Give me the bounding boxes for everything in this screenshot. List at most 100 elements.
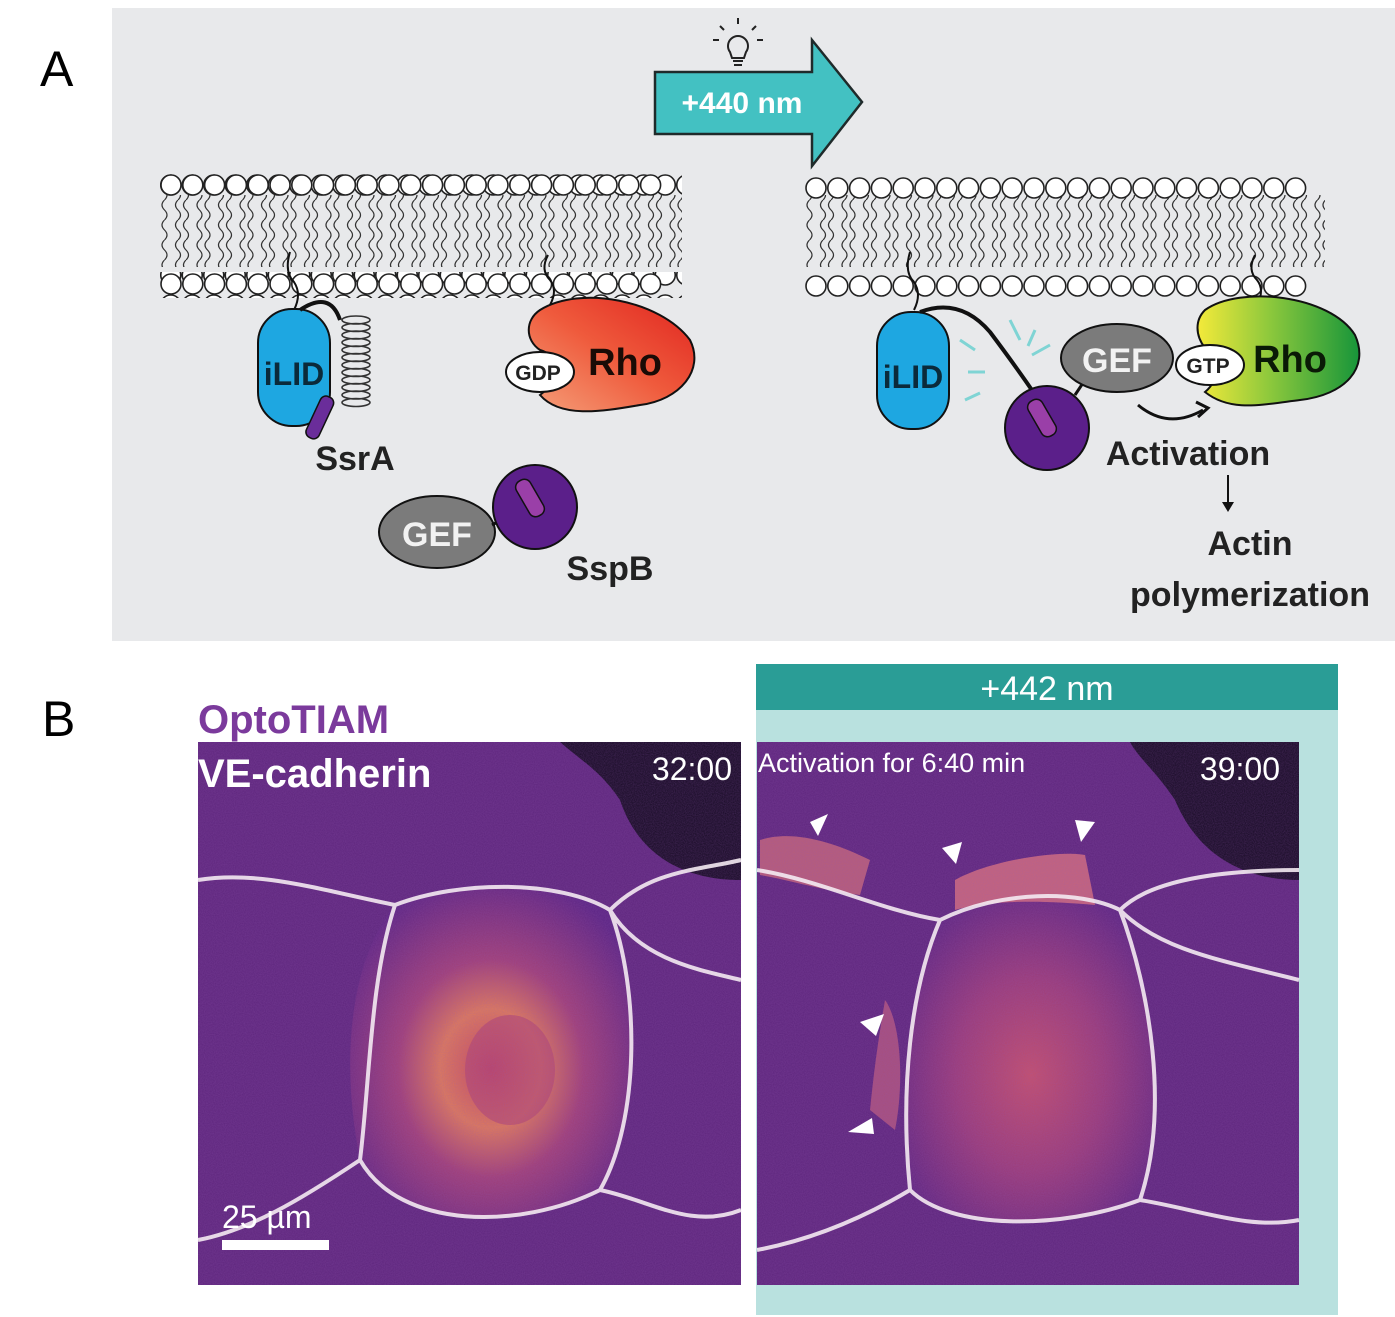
lipid-head: [247, 273, 270, 295]
lipid-head: [1132, 177, 1154, 199]
lipid-head: [378, 273, 400, 295]
micrograph-right: [756, 742, 1300, 1285]
sspb-pocket: [514, 478, 546, 518]
lipid-head: [465, 273, 488, 295]
jalpha-linker-left: [298, 300, 342, 321]
panel-b-letter: B: [42, 691, 76, 747]
light-bulb-icon: [713, 18, 763, 66]
lipid-head: [182, 273, 204, 295]
lipid-head: [443, 174, 466, 196]
arrowhead-3: [1075, 820, 1095, 842]
lipid-head: [892, 275, 915, 297]
lipid-head: [1001, 275, 1024, 297]
ssra-label: SsrA: [315, 440, 394, 478]
light-bar: [756, 664, 1338, 710]
arrowhead-4: [860, 1014, 884, 1036]
lipid-head: [203, 174, 226, 196]
lipid-head: [378, 174, 400, 196]
ilid-anchor-left: [286, 251, 299, 311]
activation-label: Activation: [1106, 435, 1270, 473]
lipid-head: [1197, 275, 1220, 297]
activation-arrow-head: [1195, 400, 1211, 419]
lipid-head: [508, 174, 531, 196]
lipid-head: [1219, 177, 1241, 199]
lipid-head: [1263, 177, 1285, 199]
time-right: 39:00: [1200, 751, 1280, 787]
scale-bar-label: 25 µm: [222, 1199, 312, 1235]
lipid-head: [1175, 177, 1198, 199]
lipid-head: [421, 174, 444, 196]
lipid-head: [617, 273, 640, 295]
lipid-head: [1110, 177, 1132, 199]
lipid-head: [1219, 275, 1241, 297]
arrowhead-2: [942, 842, 962, 864]
rho-left-label: Rho: [588, 342, 662, 384]
lipid-head: [826, 177, 849, 199]
lipid-head: [552, 174, 575, 196]
lipid-head: [1197, 177, 1220, 199]
lipid-head: [1263, 275, 1285, 297]
lipid-head: [552, 273, 575, 295]
jalpha-helix-left: [341, 315, 371, 408]
lipid-head: [487, 273, 509, 295]
lipid-head: [1284, 177, 1307, 199]
lipid-head: [1154, 275, 1176, 297]
lipid-head: [356, 273, 379, 295]
lipid-head: [1066, 177, 1089, 199]
activation-duration: Activation for 6:40 min: [758, 748, 1025, 778]
light-rays: [959, 319, 1051, 402]
lipid-head: [935, 177, 958, 199]
lipid-head: [312, 174, 335, 196]
arrowhead-1: [810, 814, 828, 836]
lipid-head: [1001, 177, 1024, 199]
gef-right: [1060, 323, 1174, 393]
lipid-head: [870, 177, 893, 199]
lipid-head: [1110, 275, 1132, 297]
lipid-head: [356, 174, 379, 196]
rho-gdp: [527, 296, 696, 413]
lipid-head: [1284, 275, 1307, 297]
gef-left-label: GEF: [402, 516, 472, 554]
lipid-head: [487, 174, 509, 196]
ssra-peptide: [305, 395, 335, 440]
lipid-head: [182, 174, 204, 196]
lipid-head: [979, 275, 1002, 297]
lipid-head: [870, 275, 893, 297]
lipid-head: [443, 273, 466, 295]
gtp-token: [1175, 344, 1245, 386]
lipid-head: [1045, 177, 1067, 199]
ilid-right: [876, 311, 950, 430]
rho-anchor-left: [543, 254, 555, 306]
lipid-head: [1066, 275, 1089, 297]
lipid-head: [935, 275, 958, 297]
lipid-head: [1088, 275, 1111, 297]
lipid-head: [399, 273, 422, 295]
ilid-left-label: iLID: [264, 356, 324, 392]
lipid-head: [1088, 177, 1111, 199]
lipid-head: [225, 273, 248, 295]
lipid-head: [805, 275, 827, 297]
rho-right-label: Rho: [1253, 339, 1327, 381]
lipid-head: [312, 273, 335, 295]
lipid-head: [848, 177, 871, 199]
light-bar-label: +442 nm: [980, 670, 1113, 708]
lipid-head: [1023, 275, 1045, 297]
gdp-label: GDP: [515, 362, 561, 385]
lipid-head: [1241, 177, 1263, 199]
lipid-head: [574, 174, 597, 196]
lipid-head: [639, 273, 662, 295]
lipid-head: [530, 174, 553, 196]
arrow-label: +440 nm: [682, 87, 803, 120]
lipid-head: [574, 273, 597, 295]
time-left: 32:00: [652, 751, 732, 787]
arrowhead-markers: [810, 814, 1095, 1134]
lipid-head: [160, 273, 182, 295]
lipid-head: [826, 275, 849, 297]
lipid-head: [805, 177, 827, 199]
lipid-head: [1023, 177, 1045, 199]
lipid-head: [1175, 275, 1198, 297]
lipid-head: [596, 174, 618, 196]
lipid-head: [639, 174, 662, 196]
panel-a-letter: A: [40, 41, 74, 97]
